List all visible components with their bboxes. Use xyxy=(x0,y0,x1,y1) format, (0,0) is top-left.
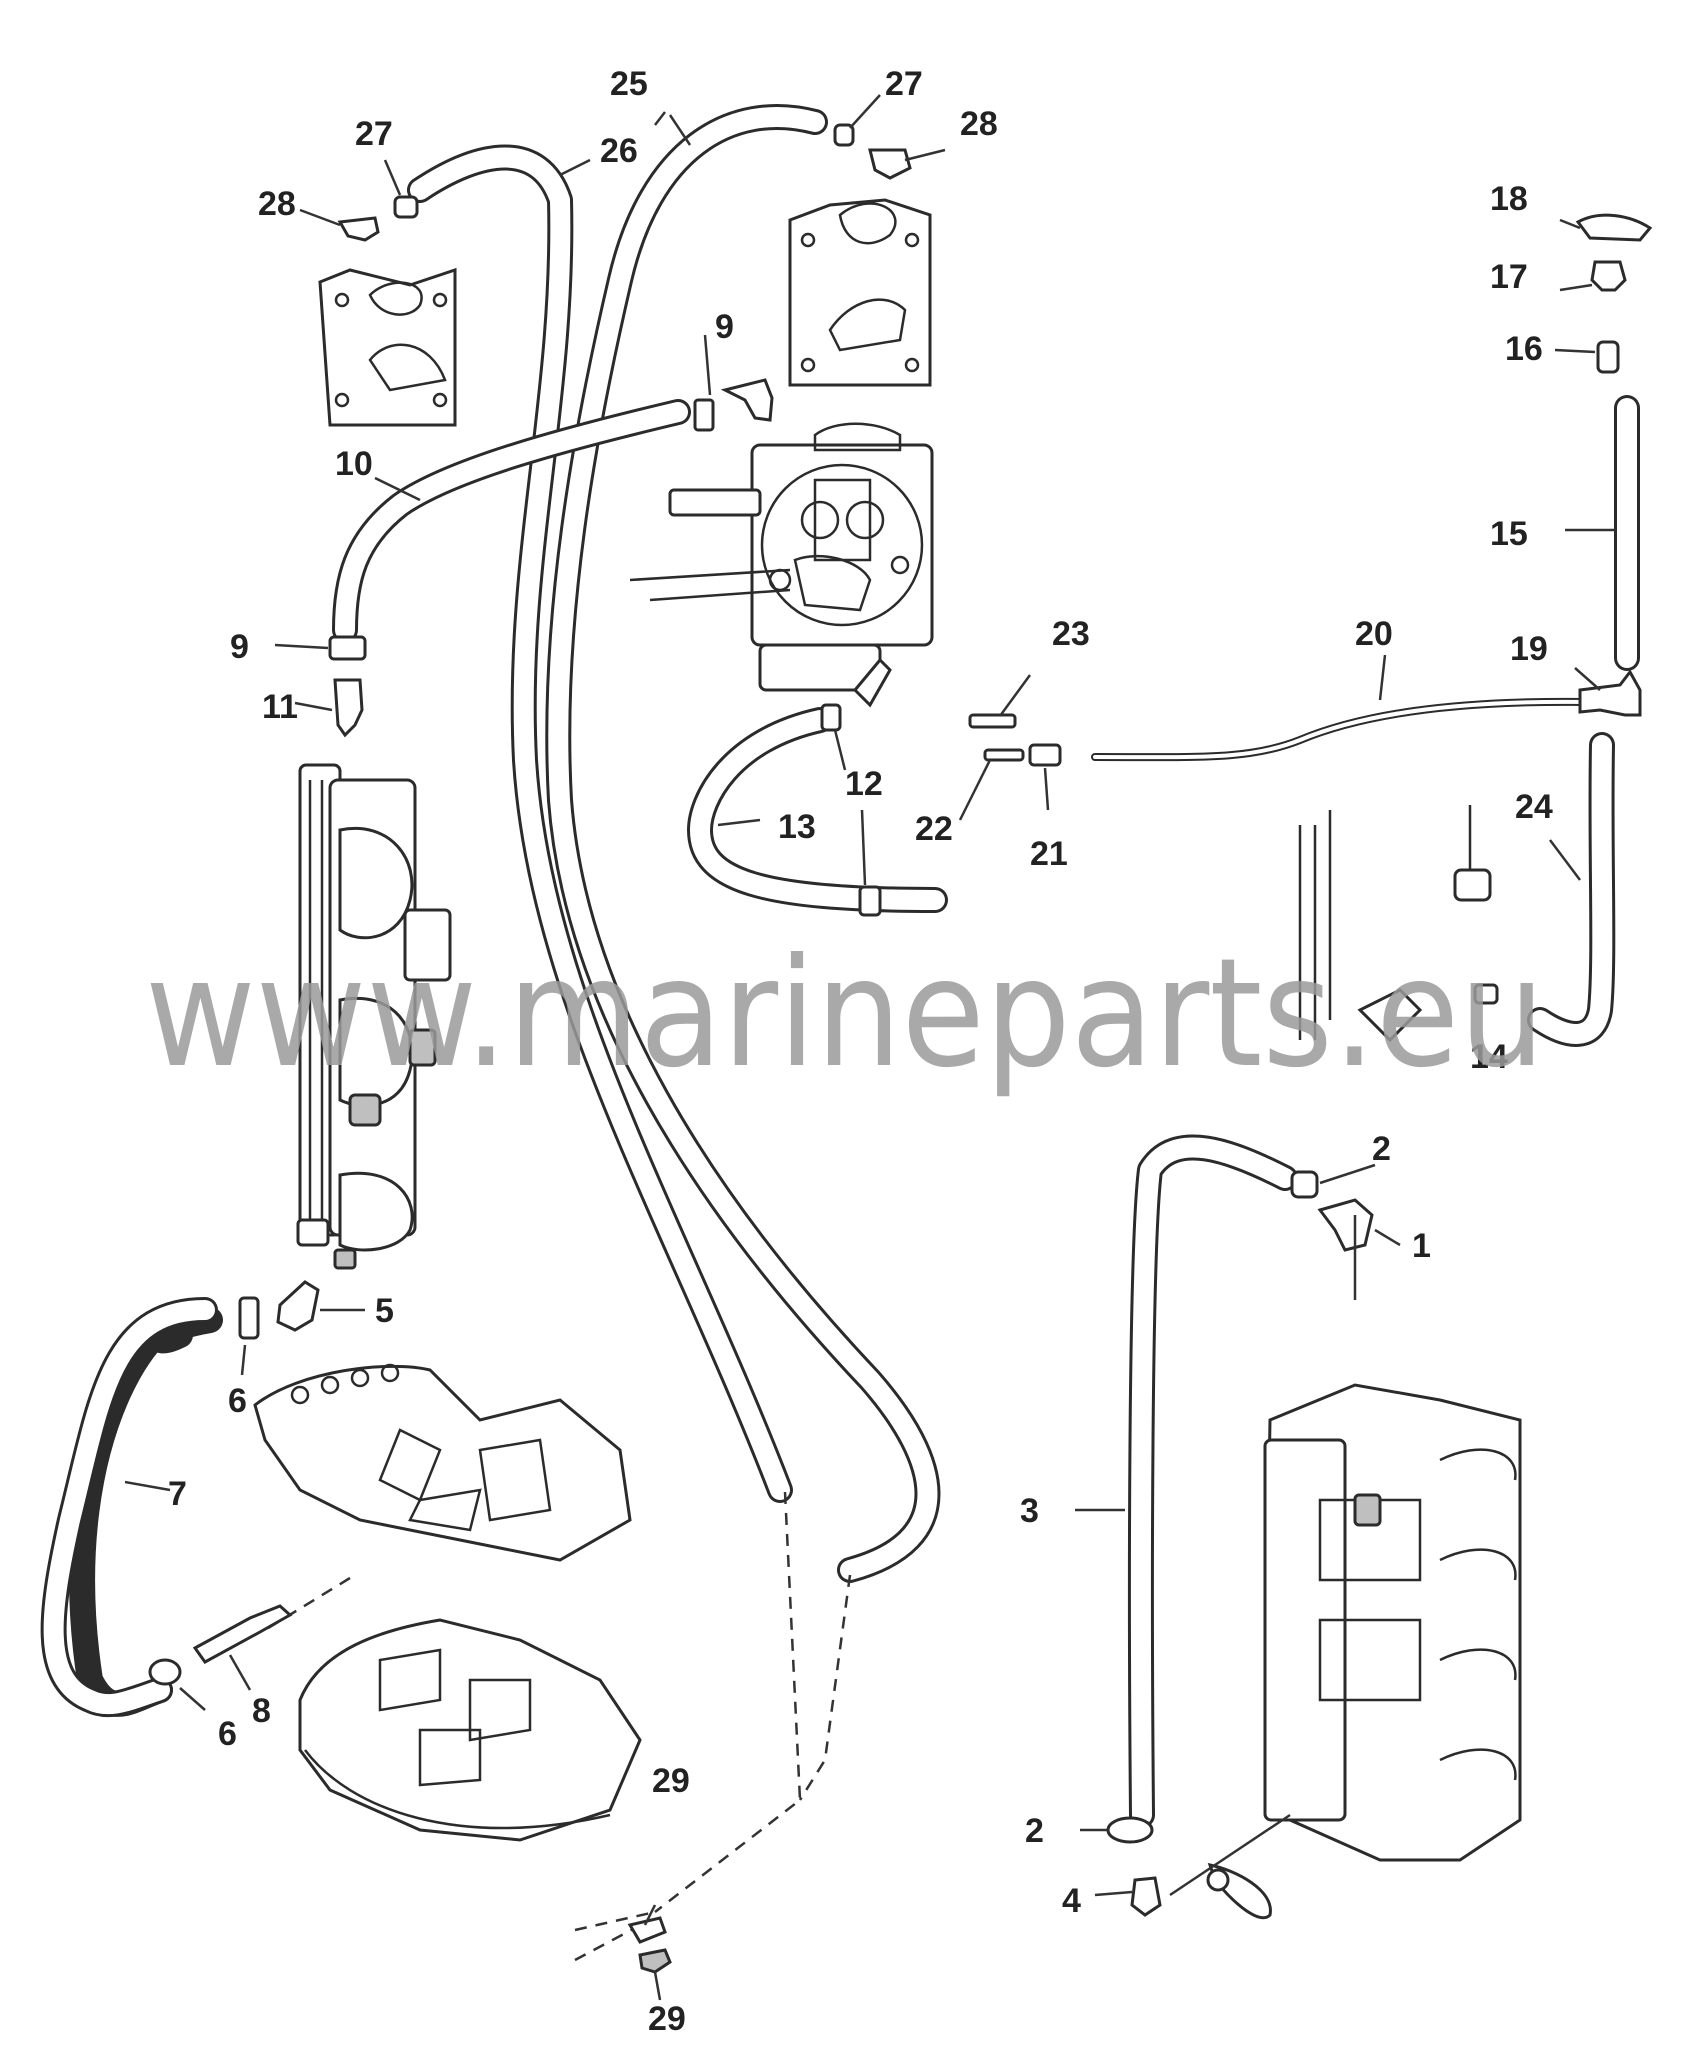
callout-21: 21 xyxy=(1030,835,1068,873)
callout-12: 12 xyxy=(845,765,883,803)
pin-22 xyxy=(983,748,1025,762)
elbow-5 xyxy=(276,1280,320,1332)
clamp-2-lower xyxy=(1106,1816,1154,1844)
vapor-separator-assembly xyxy=(629,422,934,692)
tube-20 xyxy=(1091,697,1594,762)
callout-27-left: 27 xyxy=(355,115,393,153)
callout-19: 19 xyxy=(1510,630,1548,668)
callout-29-upper: 29 xyxy=(652,1762,690,1800)
callout-3: 3 xyxy=(1020,1492,1039,1530)
callout-20: 20 xyxy=(1355,615,1393,653)
clamp-16 xyxy=(1596,340,1620,374)
fitting-29-upper xyxy=(627,1916,667,1944)
valve-8 xyxy=(192,1604,293,1664)
callout-6-upper: 6 xyxy=(228,1382,247,1420)
clamp-9-upper xyxy=(693,398,715,432)
fitting-27-left xyxy=(393,195,419,219)
fitting-1 xyxy=(1317,1198,1374,1252)
callout-28-right: 28 xyxy=(960,105,998,143)
engine-block xyxy=(1263,1383,1522,1862)
hose-24 xyxy=(1527,732,1616,1047)
callout-10: 10 xyxy=(335,445,373,483)
hose-13 xyxy=(687,707,948,913)
callout-2-lower: 2 xyxy=(1025,1812,1044,1850)
fitting-28-left xyxy=(337,216,380,242)
sensor-bracket-assembly xyxy=(1298,805,1499,1043)
callout-6-lower: 6 xyxy=(218,1715,237,1753)
hose-25 xyxy=(545,104,941,1583)
cylinder-head-upper xyxy=(253,1363,632,1562)
leader-lines xyxy=(124,94,1615,2001)
callout-labels: 1 2 2 3 4 5 6 6 7 8 9 9 10 11 12 13 14 1… xyxy=(168,65,1553,2038)
callout-9-upper: 9 xyxy=(715,308,734,346)
fitting-28-right xyxy=(868,148,912,180)
watermark-text: www.marineparts.eu xyxy=(145,927,1545,1101)
callout-2-upper: 2 xyxy=(1372,1130,1391,1168)
hose-10 xyxy=(332,399,691,643)
fittings xyxy=(148,123,1653,1974)
callout-9-lower: 9 xyxy=(230,628,249,666)
callout-8: 8 xyxy=(252,1692,271,1730)
callout-28-left: 28 xyxy=(258,185,296,223)
fuel-rail-assembly xyxy=(296,763,452,1270)
callout-26: 26 xyxy=(600,132,638,170)
callout-14: 14 xyxy=(1470,1038,1508,1076)
callout-15: 15 xyxy=(1490,515,1528,553)
clamp-2-upper xyxy=(1290,1170,1319,1199)
callout-22: 22 xyxy=(915,810,953,848)
guide-dashed-lines xyxy=(264,1491,852,1962)
hose-26 xyxy=(407,144,793,1503)
callout-7: 7 xyxy=(168,1475,187,1513)
pin-23 xyxy=(968,713,1017,729)
clamp-6-upper xyxy=(238,1296,260,1340)
callout-17: 17 xyxy=(1490,258,1528,296)
fitting-17 xyxy=(1590,260,1627,292)
cylinder-head-cover xyxy=(298,1618,642,1842)
callout-11: 11 xyxy=(262,688,298,726)
tee-19 xyxy=(1578,669,1642,717)
callout-5: 5 xyxy=(375,1292,394,1330)
callout-4: 4 xyxy=(1062,1882,1081,1920)
callout-1: 1 xyxy=(1412,1227,1431,1265)
callout-23: 23 xyxy=(1052,615,1090,653)
tee-12 xyxy=(858,885,882,917)
fitting-4 xyxy=(1130,1876,1162,1917)
callout-16: 16 xyxy=(1505,330,1543,368)
callout-13: 13 xyxy=(778,808,816,846)
elbow-upper xyxy=(720,378,774,422)
intake-plate-right xyxy=(788,198,932,387)
callout-27-right: 27 xyxy=(885,65,923,103)
connector-21 xyxy=(1028,743,1062,767)
clamp-9-lower xyxy=(328,635,367,661)
callout-18: 18 xyxy=(1490,180,1528,218)
hose-7b xyxy=(40,1297,218,1718)
callout-25: 25 xyxy=(610,65,648,103)
clamp-12 xyxy=(820,703,842,732)
callout-29-lower: 29 xyxy=(648,2000,686,2038)
clamp-6-lower xyxy=(148,1658,182,1686)
callout-24: 24 xyxy=(1515,788,1553,826)
fitting-27-right xyxy=(833,123,855,147)
fitting-11 xyxy=(333,678,364,738)
intake-plate-left xyxy=(318,267,457,427)
hose-3 xyxy=(1127,1134,1298,1828)
fitting-29-lower xyxy=(638,1948,672,1974)
fitting-18 xyxy=(1575,213,1653,242)
